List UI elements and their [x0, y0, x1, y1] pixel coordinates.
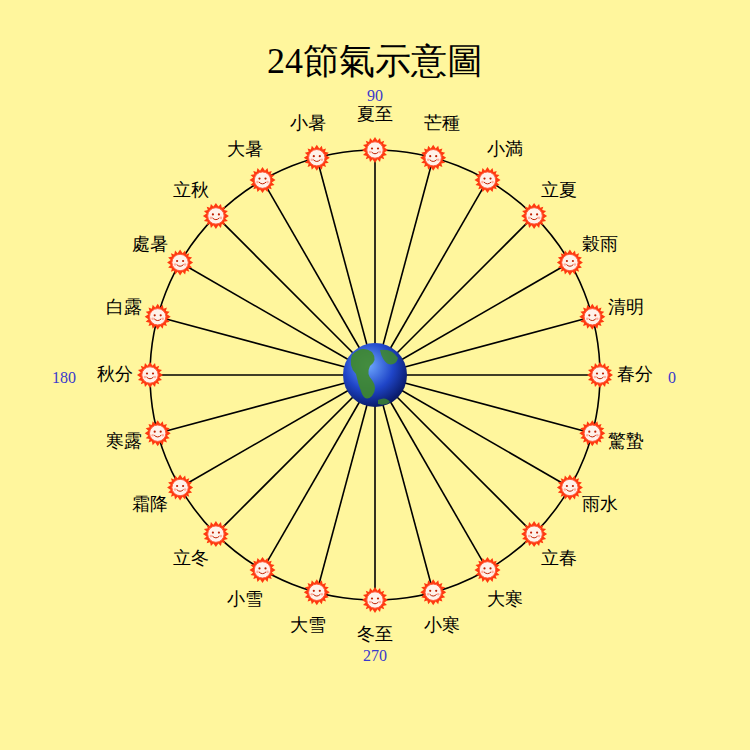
spoke-line — [375, 375, 488, 570]
spoke-line — [150, 374, 375, 376]
spoke-line — [375, 263, 570, 376]
solar-term-label: 白露 — [106, 298, 142, 318]
spoke-line — [180, 263, 375, 376]
spoke-line — [374, 150, 376, 375]
sun-icon — [521, 521, 547, 547]
sun-icon — [203, 521, 229, 547]
sun-icon — [362, 587, 388, 613]
sun-icon — [145, 420, 171, 446]
solar-term-label: 大雪 — [290, 616, 326, 636]
solar-term-label: 寒露 — [106, 432, 142, 452]
sun-icon — [304, 579, 330, 605]
solar-term-label: 小雪 — [227, 590, 263, 610]
solar-term-label: 小暑 — [290, 114, 326, 134]
spoke-line — [180, 375, 375, 488]
solar-term-label: 處暑 — [132, 235, 168, 255]
solar-term-label: 穀雨 — [582, 235, 618, 255]
solar-term-label: 大寒 — [487, 590, 523, 610]
sun-icon — [167, 475, 193, 501]
spoke-line — [375, 216, 534, 375]
sun-icon — [587, 362, 613, 388]
sun-icon — [521, 203, 547, 229]
solar-term-label: 大暑 — [227, 140, 263, 160]
solar-term-label: 立夏 — [541, 181, 577, 201]
spoke-line — [375, 375, 570, 488]
degree-label: 180 — [52, 369, 76, 387]
sun-icon — [250, 167, 276, 193]
spoke-line — [263, 375, 376, 570]
spoke-line — [216, 375, 375, 534]
sun-icon — [475, 167, 501, 193]
solar-term-label: 小満 — [487, 140, 523, 160]
spoke-line — [317, 375, 375, 592]
sun-group — [137, 137, 613, 613]
spoke-line — [263, 180, 376, 375]
solar-term-label: 秋分 — [97, 365, 133, 385]
sun-icon — [203, 203, 229, 229]
sun-icon — [420, 579, 446, 605]
sun-icon — [579, 304, 605, 330]
sun-icon — [362, 137, 388, 163]
spoke-line — [375, 374, 600, 376]
solar-term-label: 立春 — [541, 549, 577, 569]
spoke-line — [375, 158, 433, 375]
spoke-line — [375, 375, 534, 534]
sun-icon — [475, 557, 501, 583]
spoke-line — [375, 180, 488, 375]
degree-label: 270 — [363, 647, 387, 665]
solar-term-label: 立秋 — [173, 181, 209, 201]
solar-term-label: 霜降 — [132, 495, 168, 515]
spoke-line — [375, 375, 433, 592]
solar-term-label: 清明 — [608, 298, 644, 318]
solar-term-label: 驚蟄 — [608, 432, 644, 452]
earth-globe — [343, 343, 407, 407]
sun-icon — [557, 475, 583, 501]
solar-term-label: 夏至 — [357, 105, 393, 125]
spoke-line — [158, 375, 375, 433]
spoke-group — [150, 150, 600, 600]
diagram-title: 24節氣示意圖 — [267, 42, 483, 82]
sun-icon — [557, 250, 583, 276]
solar-term-label: 春分 — [617, 365, 653, 385]
spoke-line — [158, 317, 375, 375]
solar-term-label: 小寒 — [424, 616, 460, 636]
solar-term-label: 雨水 — [582, 495, 618, 515]
sun-icon — [420, 145, 446, 171]
degree-label: 90 — [367, 87, 383, 105]
sun-icon — [579, 420, 605, 446]
solar-term-label: 立冬 — [173, 549, 209, 569]
sun-icon — [250, 557, 276, 583]
spoke-line — [375, 317, 592, 375]
spoke-line — [317, 158, 375, 375]
sun-icon — [137, 362, 163, 388]
spoke-line — [216, 216, 375, 375]
spoke-line — [375, 375, 592, 433]
sun-icon — [304, 145, 330, 171]
degree-label: 0 — [668, 369, 676, 387]
solar-term-label: 芒種 — [424, 114, 460, 134]
orbit-circle — [150, 150, 600, 600]
spoke-line — [374, 375, 376, 600]
sun-icon — [145, 304, 171, 330]
sun-icon — [167, 250, 193, 276]
solar-term-label: 冬至 — [357, 625, 393, 645]
